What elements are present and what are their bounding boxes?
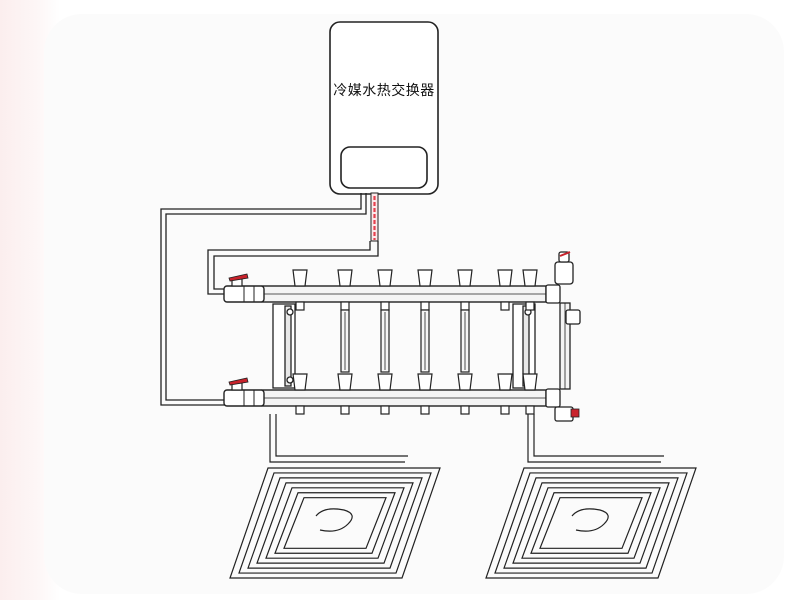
lower-manifold: [261, 389, 547, 407]
heat-exchanger-panel: [340, 146, 428, 189]
upper-manifold: [261, 285, 547, 303]
upper-ball-valve: [223, 273, 265, 303]
return-pipe-outer: [165, 193, 367, 401]
loop-ring-6: [274, 492, 396, 554]
lower-port-2: [337, 373, 353, 415]
loop-ring-5: [521, 487, 661, 559]
flow-meter-4: [460, 309, 470, 373]
flow-meter-1: [340, 309, 350, 373]
upper-port-6: [497, 269, 513, 311]
lower-ball-valve: [223, 377, 265, 407]
heat-exchanger-unit: [329, 21, 439, 195]
lower-port-4: [417, 373, 433, 415]
upper-port-7: [522, 269, 538, 311]
lower-port-3: [377, 373, 393, 415]
loop-ring-1: [229, 467, 441, 579]
connection-pipes: [160, 193, 379, 406]
loop-circuit: [485, 414, 697, 579]
upper-port-4: [417, 269, 433, 311]
upper-port-1: [292, 269, 308, 311]
lower-port-6: [497, 373, 513, 415]
upper-port-2: [337, 269, 353, 311]
lower-port-1: [292, 373, 308, 415]
return-pipe-inner: [160, 193, 362, 406]
supply-pipe-outer: [207, 241, 371, 295]
floor-heating-loops: [229, 414, 697, 579]
supply-pipe-inner: [213, 241, 379, 290]
loop-ring-2: [238, 472, 432, 574]
loop-ring-4: [256, 482, 414, 564]
heat-exchanger-label: 冷媒水热交换器: [333, 83, 435, 99]
loop-ring-6: [530, 492, 652, 554]
loop-ring-2: [494, 472, 688, 574]
flow-meter-3: [420, 309, 430, 373]
upper-port-5: [457, 269, 473, 311]
red-supply-stub: [370, 192, 379, 242]
loop-ring-4: [512, 482, 670, 564]
loop-ring-3: [247, 477, 423, 569]
loop-ring-7: [283, 497, 387, 549]
manifold-ports: [292, 269, 538, 415]
loop-circuit: [229, 414, 441, 579]
loop-center: [571, 508, 609, 532]
loop-ring-7: [539, 497, 643, 549]
air-vent-assembly: [545, 251, 581, 422]
lower-port-7: [522, 373, 538, 415]
manifold-bracket-left: [272, 303, 296, 389]
loop-ring-5: [265, 487, 405, 559]
loop-ring-1: [485, 467, 697, 579]
lower-port-5: [457, 373, 473, 415]
loop-ring-3: [503, 477, 679, 569]
loop-center: [315, 508, 353, 532]
flow-meter-2: [380, 309, 390, 373]
